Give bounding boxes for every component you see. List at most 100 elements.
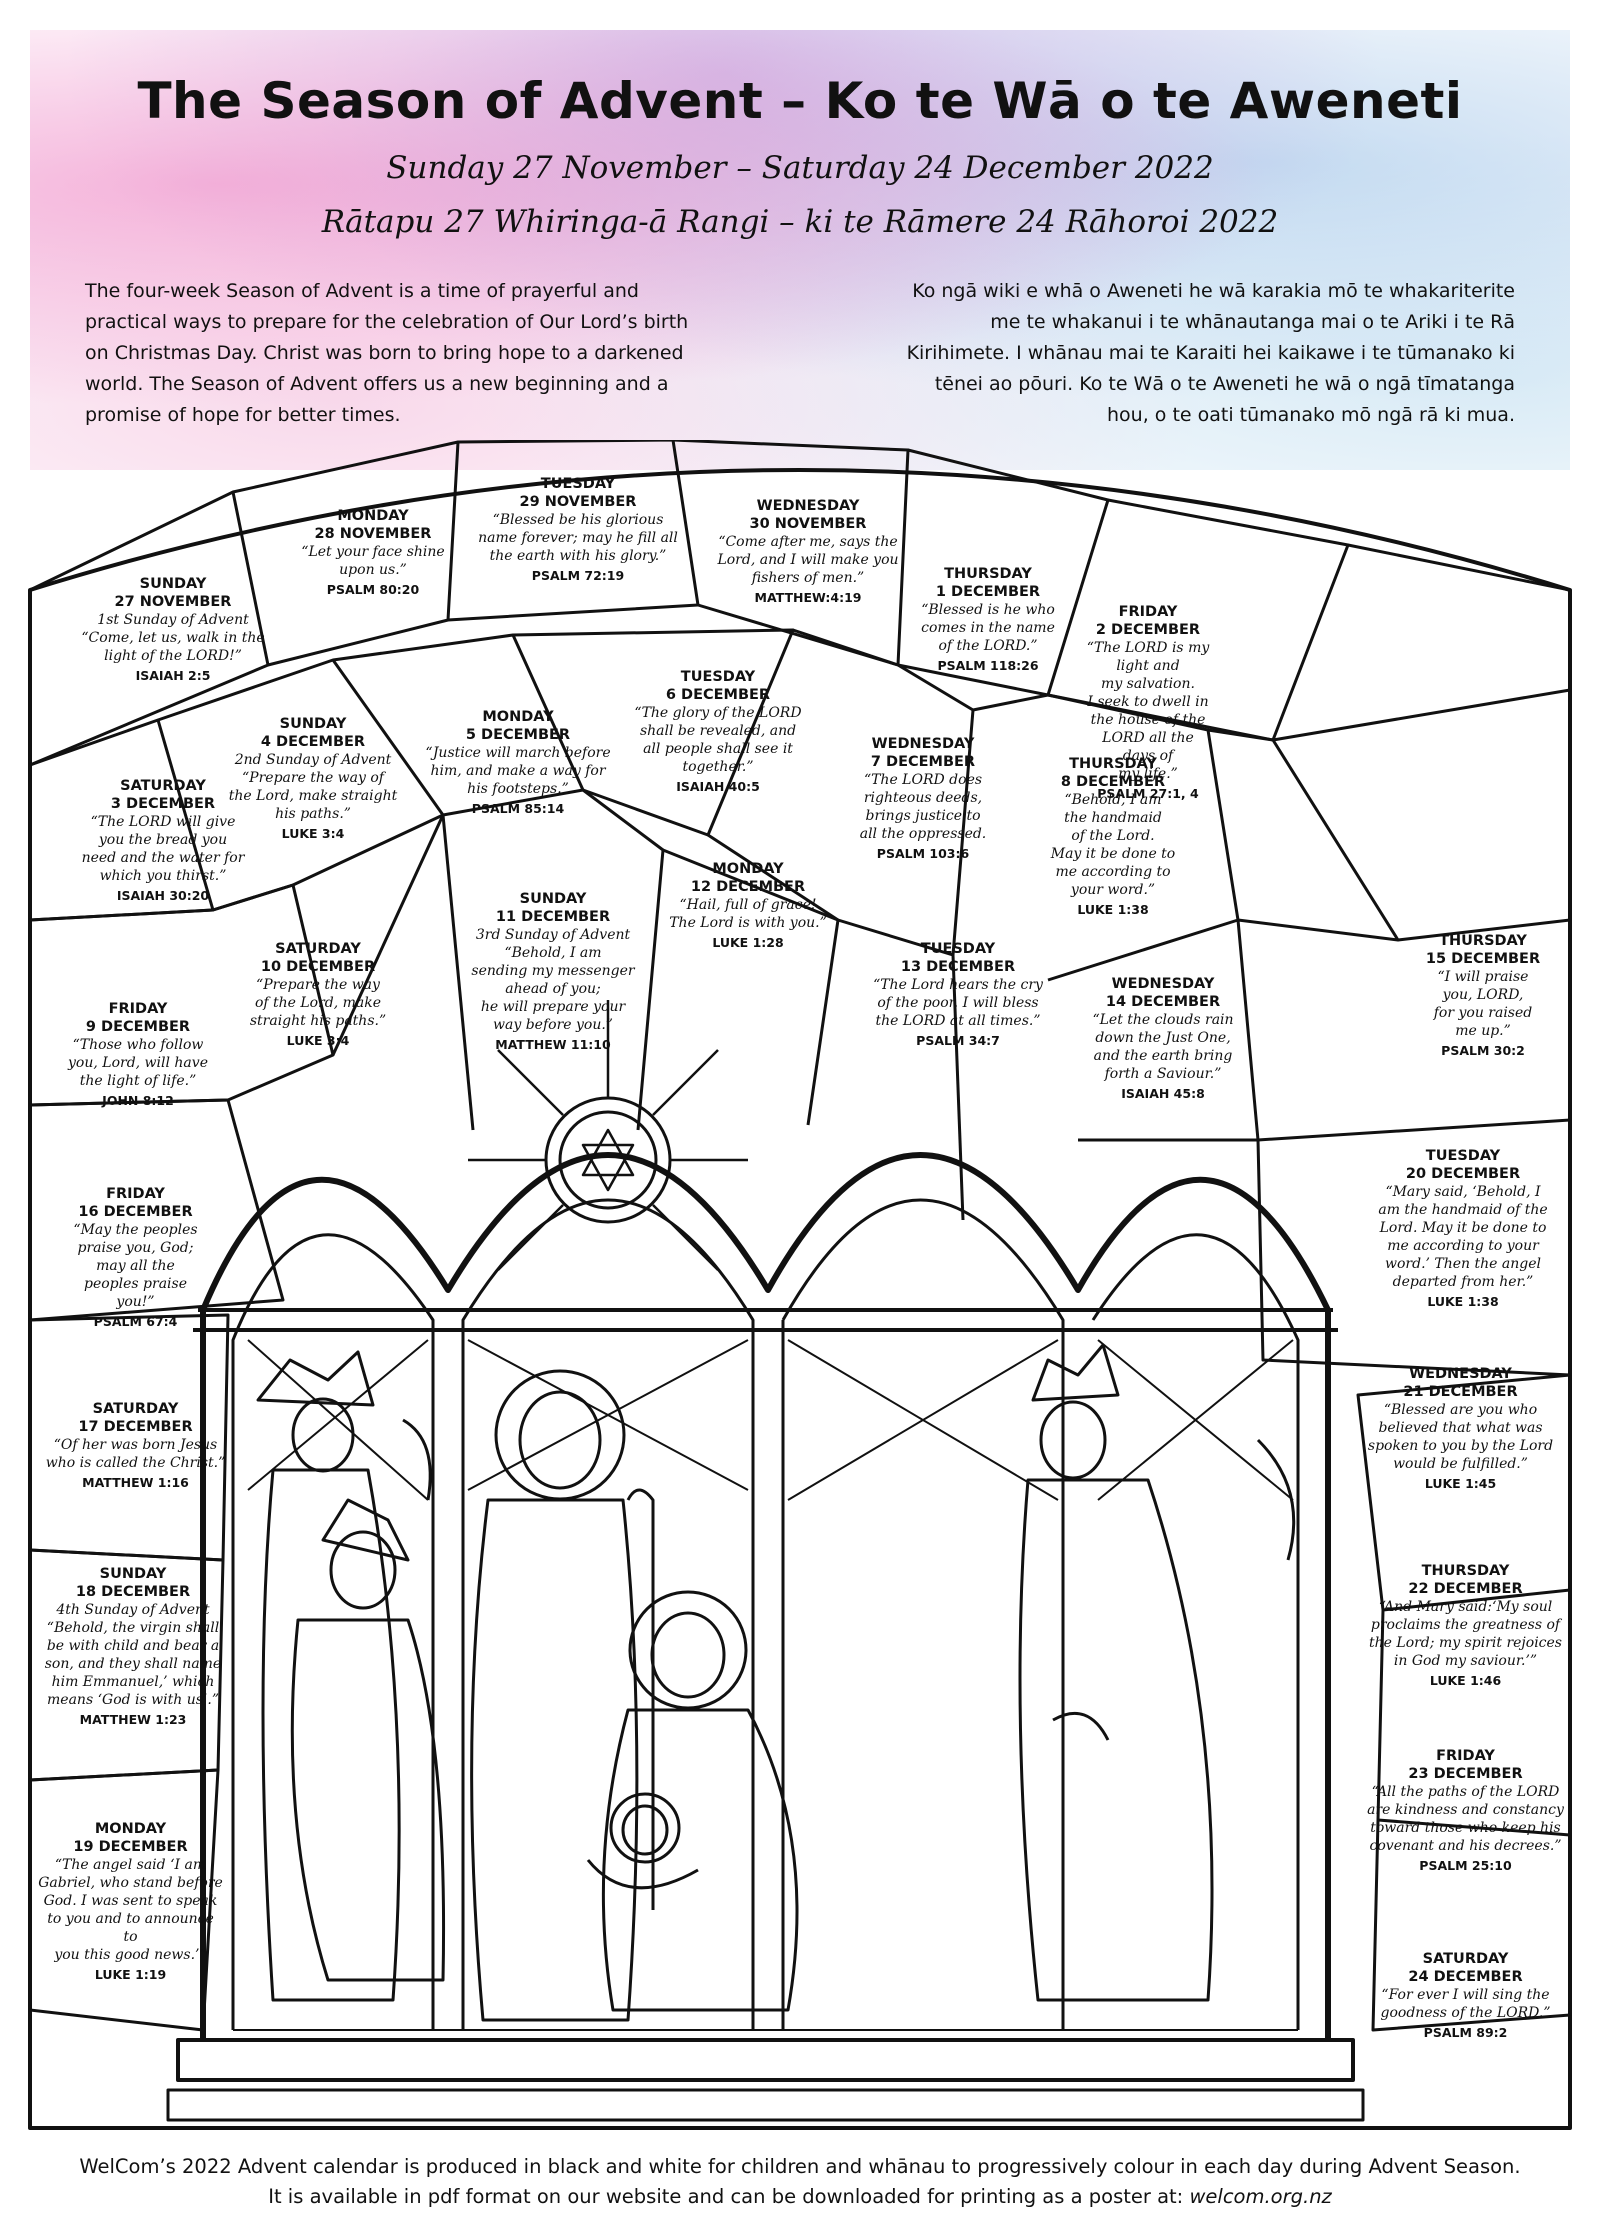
tile-line: [662, 848, 840, 1126]
day-verse: “Blessed is he who comes in the name of …: [921, 602, 1055, 654]
day-cell[interactable]: FRIDAY 9 DECEMBER “Those who follow you,…: [48, 1000, 228, 1110]
day-date: 14 DECEMBER: [1105, 994, 1221, 1010]
day-verse: “Hail, full of grace! The Lord is with y…: [669, 897, 827, 931]
day-verse: “Come after me, says the Lord, and I wil…: [717, 534, 899, 586]
lead-lines: [247, 1339, 1294, 1501]
day-name: MONDAY: [94, 1821, 167, 1837]
joseph-robe: [470, 1498, 639, 2022]
day-reference: PSALM 30:2: [1441, 1043, 1525, 1058]
day-reference: LUKE 1:28: [712, 935, 784, 950]
window-sill: [176, 2038, 1355, 2082]
day-name: THURSDAY: [944, 566, 1032, 582]
day-note: 3rd Sunday of Advent: [475, 927, 631, 943]
infant-swaddle: [586, 1859, 699, 1890]
day-cell[interactable]: TUESDAY 13 DECEMBER “The Lord hears the …: [848, 940, 1068, 1050]
day-cell[interactable]: SATURDAY 17 DECEMBER “Of her was born Je…: [43, 1400, 228, 1492]
day-name: WEDNESDAY: [871, 736, 975, 752]
day-cell[interactable]: TUESDAY 29 NOVEMBER “Blessed be his glor…: [468, 475, 688, 585]
day-name: FRIDAY: [1118, 604, 1178, 620]
day-cell[interactable]: WEDNESDAY 14 DECEMBER “Let the clouds ra…: [1068, 975, 1258, 1103]
day-cell[interactable]: WEDNESDAY 30 NOVEMBER “Come after me, sa…: [708, 497, 908, 607]
tile-line: [232, 440, 460, 667]
day-name: SUNDAY: [99, 1566, 167, 1582]
day-cell[interactable]: THURSDAY 8 DECEMBER “Behold, I am the ha…: [1033, 755, 1193, 919]
day-name: MONDAY: [482, 709, 554, 725]
day-date: 9 DECEMBER: [85, 1019, 191, 1035]
tile-line: [1356, 1373, 1571, 1612]
day-reference: PSALM 80:20: [326, 582, 420, 597]
day-date: 28 NOVEMBER: [314, 526, 432, 542]
tile-line: [29, 1768, 220, 2032]
window-arches: [200, 1152, 1331, 2040]
day-cell[interactable]: SUNDAY 11 DECEMBER 3rd Sunday of Advent …: [453, 890, 653, 1054]
day-cell[interactable]: THURSDAY 1 DECEMBER “Blessed is he who c…: [903, 565, 1073, 675]
day-cell[interactable]: FRIDAY 23 DECEMBER “All the paths of the…: [1358, 1747, 1573, 1875]
day-date: 23 DECEMBER: [1408, 1766, 1523, 1782]
magi-left-robe: [261, 1468, 401, 2002]
day-cell[interactable]: MONDAY 19 DECEMBER “The angel said ‘I am…: [38, 1820, 223, 1984]
day-verse: “May the peoples praise you, God; may al…: [73, 1222, 198, 1310]
day-verse: “The LORD is my light and my salvation. …: [1086, 640, 1210, 782]
day-cell[interactable]: TUESDAY 20 DECEMBER “Mary said, ‘Behold,…: [1358, 1147, 1568, 1311]
tile-line: [441, 814, 475, 1131]
day-date: 19 DECEMBER: [73, 1839, 188, 1855]
day-reference: PSALM 27:1, 4: [1097, 786, 1199, 801]
day-verse: “All the paths of the LORD are kindness …: [1367, 1784, 1564, 1854]
day-name: TUESDAY: [1425, 1148, 1501, 1164]
day-verse: “The angel said ‘I am Gabriel, who stand…: [38, 1857, 223, 1963]
day-verse: “Of her was born Jesus who is called the…: [45, 1437, 226, 1471]
magi-right-head: [1039, 1400, 1107, 1480]
day-cell[interactable]: WEDNESDAY 7 DECEMBER “The LORD does righ…: [843, 735, 1003, 863]
window-center-arch: [461, 1198, 755, 2030]
day-cell[interactable]: FRIDAY 2 DECEMBER “The LORD is my light …: [1068, 603, 1228, 803]
day-date: 15 DECEMBER: [1425, 951, 1541, 967]
day-cell[interactable]: MONDAY 28 NOVEMBER “Let your face shine …: [273, 507, 473, 599]
day-date: 29 NOVEMBER: [519, 494, 637, 510]
day-cell[interactable]: SUNDAY 27 NOVEMBER 1st Sunday of Advent …: [73, 575, 273, 685]
day-reference: LUKE 1:38: [1077, 902, 1149, 917]
window-lintel: [193, 1308, 1338, 1332]
day-cell[interactable]: MONDAY 5 DECEMBER “Justice will march be…: [408, 708, 628, 818]
day-cell[interactable]: MONDAY 12 DECEMBER “Hail, full of grace!…: [648, 860, 848, 952]
day-date: 13 DECEMBER: [900, 959, 1016, 975]
day-reference: ISAIAH 2:5: [135, 668, 211, 683]
day-verse: “Behold, I am sending my messenger ahead…: [471, 945, 635, 1033]
day-verse: “Blessed are you who believed that what …: [1367, 1402, 1554, 1472]
tile-line: [897, 448, 1110, 697]
window-base: [166, 2088, 1365, 2122]
star-ring: [544, 1096, 672, 1224]
day-date: 8 DECEMBER: [1060, 774, 1166, 790]
day-cell[interactable]: SATURDAY 3 DECEMBER “The LORD will give …: [53, 777, 273, 905]
tile-line: [1347, 543, 1571, 592]
day-reference: PSALM 34:7: [916, 1033, 1000, 1048]
tile-line: [1047, 498, 1350, 742]
magi-right-robe: [1018, 1478, 1214, 2002]
day-verse: “The Lord hears the cry of the poor. I w…: [873, 977, 1043, 1029]
infant-halo: [609, 1792, 681, 1864]
day-cell[interactable]: TUESDAY 6 DECEMBER “The glory of the LOR…: [618, 668, 818, 796]
day-name: TUESDAY: [540, 476, 616, 492]
day-verse: “Behold, I am the handmaid of the Lord. …: [1050, 792, 1176, 898]
tile-line: [1257, 1118, 1571, 1142]
day-name: WEDNESDAY: [1111, 976, 1215, 992]
day-cell[interactable]: SUNDAY 4 DECEMBER 2nd Sunday of Advent “…: [208, 715, 418, 843]
mary-head: [650, 1611, 726, 1699]
footer-line-2: It is available in pdf format on our web…: [0, 2182, 1600, 2212]
footer-line-2-text: It is available in pdf format on our web…: [268, 2185, 1190, 2208]
donkey-head: [1052, 1711, 1110, 1741]
day-cell[interactable]: SATURDAY 10 DECEMBER “Prepare the way of…: [223, 940, 413, 1050]
day-verse: “Prepare the way of the Lord, make strai…: [228, 770, 398, 822]
day-cell[interactable]: THURSDAY 22 DECEMBER “And Mary said:‘My …: [1358, 1562, 1573, 1690]
day-cell[interactable]: SATURDAY 24 DECEMBER “For ever I will si…: [1358, 1950, 1573, 2042]
day-name: SATURDAY: [92, 1401, 179, 1417]
day-cell[interactable]: FRIDAY 16 DECEMBER “May the peoples prai…: [48, 1185, 223, 1331]
tile-line: [1207, 728, 1400, 942]
day-cell[interactable]: SUNDAY 18 DECEMBER 4th Sunday of Advent …: [38, 1565, 228, 1729]
day-cell[interactable]: THURSDAY 15 DECEMBER “I will praise you,…: [1403, 932, 1563, 1060]
day-name: WEDNESDAY: [756, 498, 860, 514]
day-verse: “The LORD does righteous deeds, brings j…: [859, 772, 987, 842]
star-rays: [468, 1000, 748, 1271]
day-cell[interactable]: WEDNESDAY 21 DECEMBER “Blessed are you w…: [1353, 1365, 1568, 1493]
footer-website-link[interactable]: welcom.org.nz: [1189, 2185, 1332, 2208]
infant-head: [621, 1804, 669, 1856]
